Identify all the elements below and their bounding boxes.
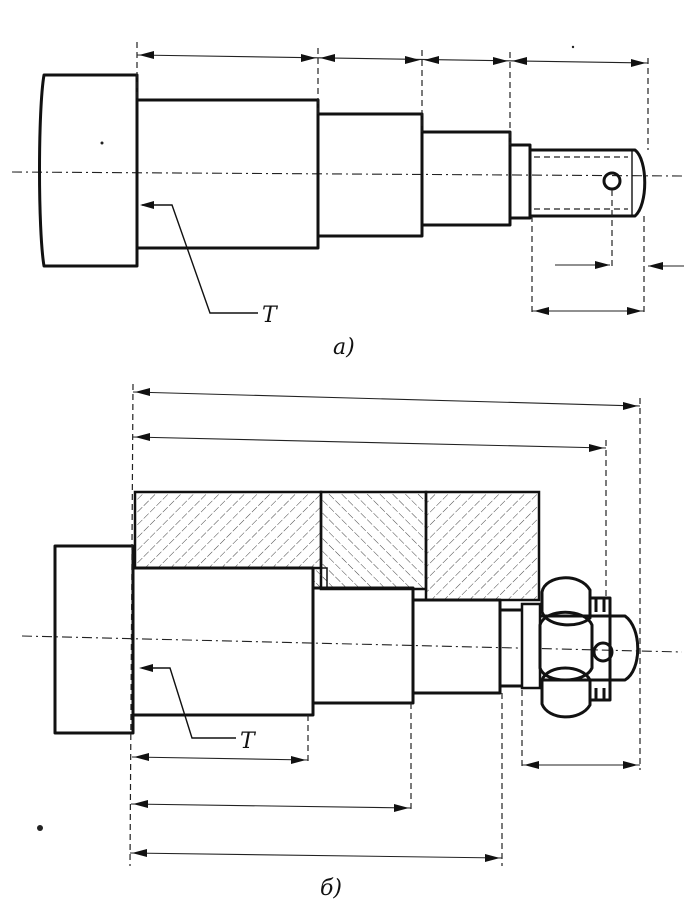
nut-upper [540,576,592,627]
nut-lower [540,666,592,719]
shaft-b-step1 [133,566,315,717]
dim-a-bottom-arrow-r [627,307,642,315]
shaft-b-step3 [413,598,502,695]
dim-a-bottom-arrow-l [534,307,549,315]
ext-b-left [129,383,134,867]
leader-a-label: T [262,303,279,328]
shaft-a-step1 [137,98,320,250]
dim-a-pin-arrow [595,261,610,269]
dim-b-bottom-3-arrow-l [132,849,147,857]
dim-b-top-2-arrow-r [589,444,604,452]
scan-speck-1 [37,825,43,831]
caption-a: а) [333,335,355,360]
figure-a: T а) [11,42,684,360]
dim-b-top-1-arrow-r [623,402,638,410]
dim-b-top-1 [132,391,641,407]
dim-b-bottom-3-arrow-r [485,854,500,862]
dim-b-bottom-1-arrow-r [291,756,306,764]
pin-hole-b [592,641,614,663]
dim-b-top-2 [132,436,607,449]
spacer-gap [312,567,328,589]
shaft-b-tip [525,614,640,682]
spacer-3 [424,490,541,602]
shaft-a-step2 [318,112,424,238]
dim-b-nut-arrow-l [524,761,539,769]
nut-middle [538,610,594,682]
shaft-b-head [53,544,135,735]
dim-b-bottom-2-arrow-l [133,800,148,808]
centerline-a [11,171,683,177]
leader-a [142,204,258,314]
dim-a-pin-out-arrow [648,262,663,270]
spacer-2 [319,490,428,591]
centerline-b [21,635,683,653]
spacer-1 [133,490,323,570]
leader-b-label: T [240,729,257,754]
leader-b-arrowhead [139,664,153,672]
dim-b-top-1-arrow-l [135,388,150,396]
dim-b-bottom-1 [131,756,309,761]
dim-b-bottom-3 [129,852,503,859]
scan-speck-2 [100,141,104,145]
dim-b-bottom-2 [130,803,412,809]
shaft-a-neck [510,143,532,220]
dim-b-nut-arrow-r [623,761,638,769]
shaft-a-tip [530,148,647,218]
dim-b-top-2-arrow-l [135,433,150,441]
caption-b: б) [320,876,342,901]
scan-speck-3 [571,45,575,49]
shaft-a-step3 [422,130,512,227]
leader-b [142,667,236,739]
figure-b: T б) [21,383,683,901]
leader-a-arrowhead [140,201,154,209]
dim-b-bottom-2-arrow-r [394,804,409,812]
shaft-a-head [38,73,139,268]
shaft-b-step2 [313,586,415,705]
shaft-a-thread [534,156,628,210]
dim-a-top-arrows [139,51,646,67]
pin-hole-a [602,171,622,191]
dim-a-top [136,54,649,64]
washer [520,602,542,690]
dim-b-bottom-1-arrow-l [134,753,149,761]
